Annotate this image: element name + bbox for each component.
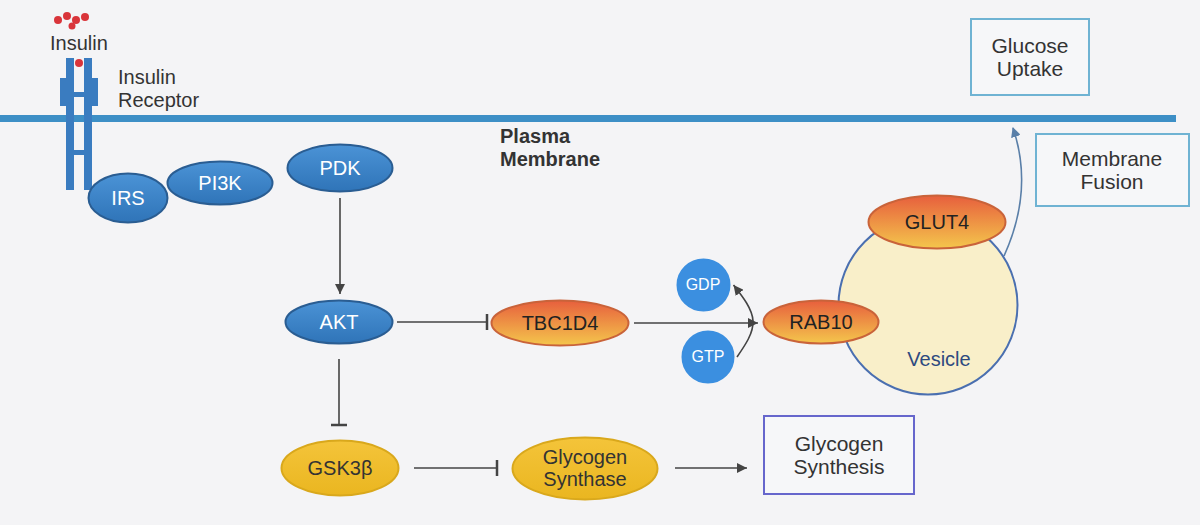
node-outline-shape	[513, 437, 658, 499]
inhibition-line	[414, 467, 497, 469]
node-outline-shape	[168, 162, 273, 205]
node-outline-shape	[286, 301, 393, 344]
fusion-arrow	[1004, 128, 1022, 256]
protein-ellipse: PI3K	[166, 160, 274, 206]
process-box: Membrane Fusion	[1035, 133, 1190, 207]
node-outline-shape	[764, 301, 879, 344]
node-text: PI3K	[198, 172, 241, 194]
node-text: Glycogen Synthesis	[773, 432, 905, 478]
node-text: PDK	[319, 157, 360, 179]
activation-arrow	[675, 467, 747, 469]
receptor-label: Insulin Receptor	[118, 66, 230, 112]
node-text: GTP	[692, 348, 725, 366]
insulin-receptor	[60, 58, 98, 190]
node-outline-shape	[683, 332, 734, 383]
node-text: Glycogen Synthase	[532, 446, 639, 490]
node-outline-shape	[282, 441, 399, 496]
node-text: GSK3β	[308, 457, 373, 479]
outcome-box: Glucose Uptake	[970, 18, 1090, 96]
protein-ellipse: AKT	[284, 299, 394, 345]
inhibition-line	[397, 321, 487, 323]
nucleotide-circle: GDP	[676, 258, 731, 312]
activation-arrow	[339, 198, 341, 294]
nucleotide-circle: GTP	[681, 330, 735, 384]
node-text: Glucose Uptake	[980, 34, 1080, 80]
node-outline-shape	[839, 216, 1018, 395]
protein-ellipse: PDK	[286, 143, 394, 193]
transporter-ellipse: GLUT4	[867, 194, 1007, 250]
plasma-membrane	[0, 115, 1176, 122]
protein-ellipse: TBC1D4	[490, 299, 630, 347]
node-text: AKT	[320, 311, 359, 333]
node-outline-shape	[288, 145, 393, 192]
node-text: RAB10	[789, 311, 852, 333]
kinase-ellipse: GSK3β	[280, 439, 400, 497]
node-text: GLUT4	[905, 211, 969, 233]
activation-arrow	[734, 285, 754, 357]
protein-ellipse: RAB10	[762, 299, 880, 345]
node-text: GDP	[686, 276, 721, 294]
node-text: IRS	[111, 187, 144, 209]
inhibition-line	[338, 359, 340, 425]
node-text: Membrane Fusion	[1045, 147, 1180, 193]
node-outline-shape	[869, 196, 1006, 249]
activation-arrow	[634, 322, 758, 324]
node-text: Vesicle	[907, 348, 970, 370]
outcome-box: Glycogen Synthesis	[763, 415, 915, 495]
membrane-label: Plasma Membrane	[500, 125, 640, 171]
node-outline-shape	[492, 301, 629, 346]
node-text: TBC1D4	[522, 312, 599, 334]
enzyme-ellipse: Glycogen Synthase	[511, 436, 659, 501]
protein-ellipse: IRS	[87, 172, 169, 224]
node-outline-shape	[677, 260, 729, 311]
node-outline-shape	[89, 174, 168, 223]
molecule-label: Insulin	[50, 32, 108, 55]
